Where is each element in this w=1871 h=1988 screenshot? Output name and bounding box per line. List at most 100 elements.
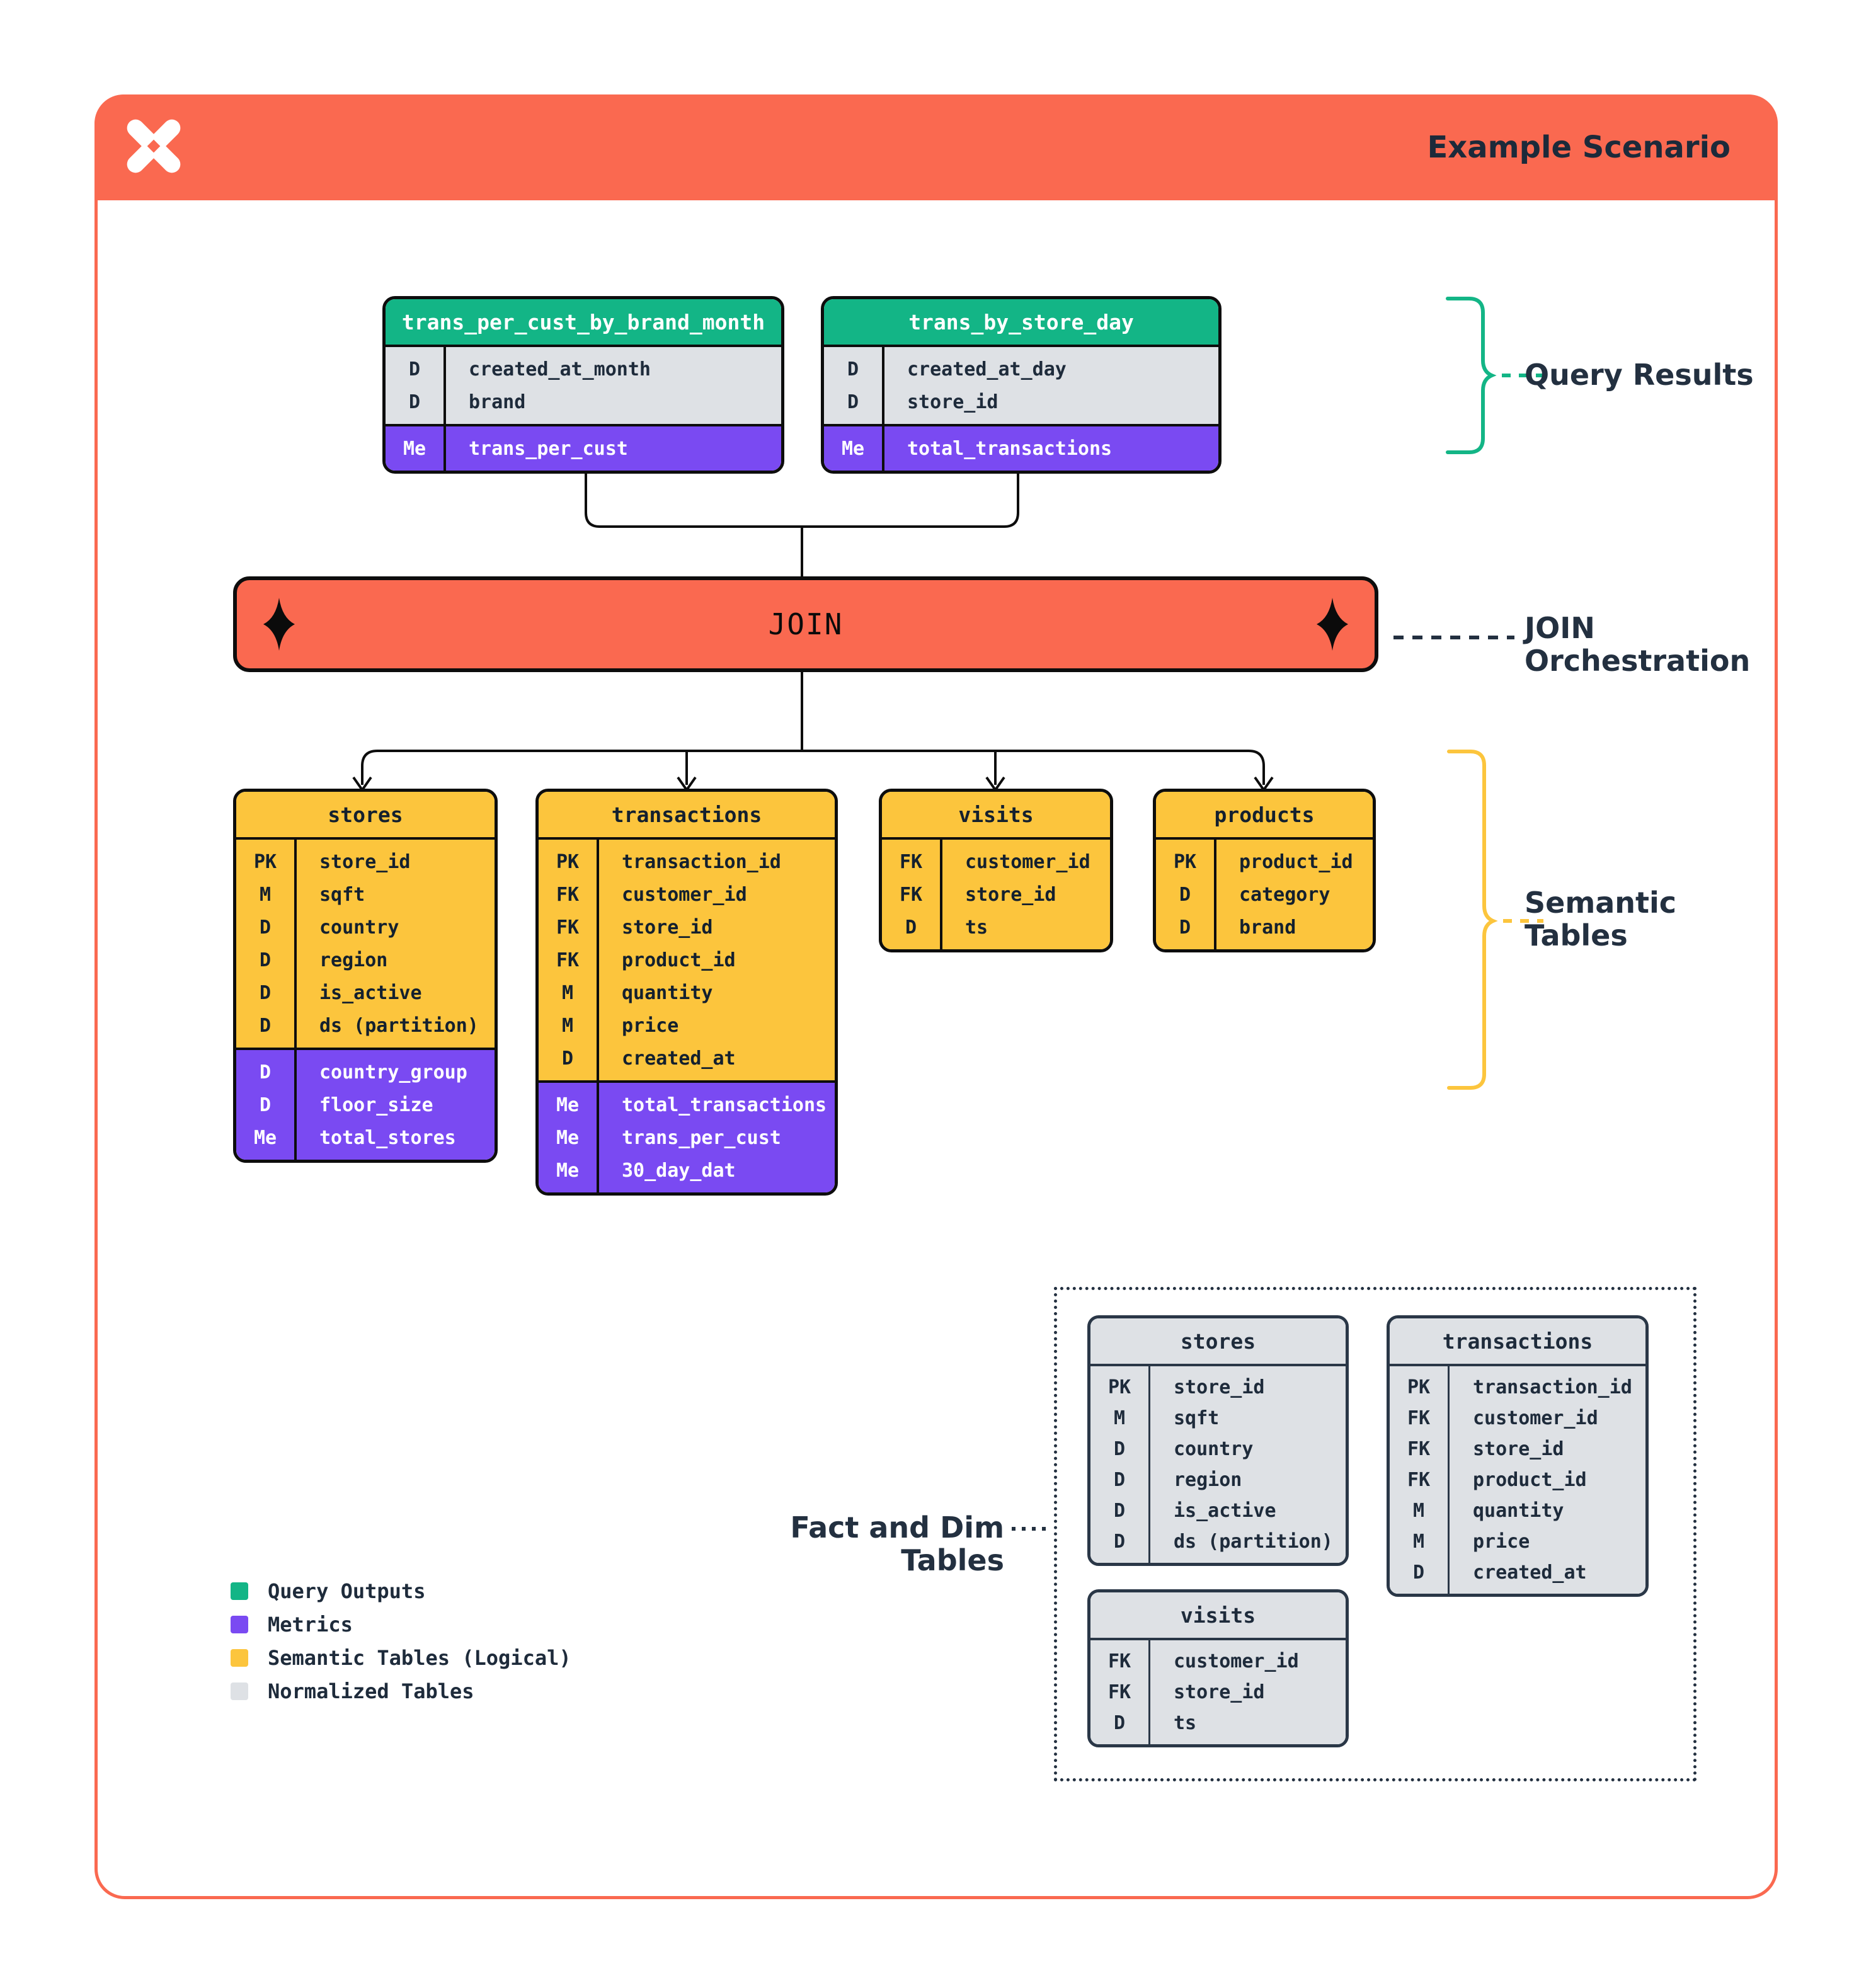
legend-item: Normalized Tables [231,1679,571,1703]
column-key-type: FK [1407,1407,1431,1429]
key-column-divider [940,840,942,949]
column-name: price [622,1014,679,1037]
column-key-type: FK [1407,1438,1431,1460]
legend-swatch [231,1582,248,1600]
legend-label: Query Outputs [268,1579,426,1603]
table-title: trans_per_cust_by_brand_month [386,299,781,347]
column-key-type: FK [1107,1681,1131,1703]
column-name: customer_id [965,850,1090,873]
column-name: store_id [319,850,411,873]
column-name: store_id [907,391,998,413]
column-name: region [1174,1469,1242,1491]
column-name: brand [1239,916,1296,939]
table-title: visits [882,792,1110,840]
column-name: created_at_day [907,358,1067,380]
column-name: trans_per_cust [622,1126,781,1149]
column-name: store_id [1174,1681,1265,1703]
key-column-divider [1448,1366,1450,1594]
key-column-divider [294,840,297,1048]
key-column-divider [1214,840,1216,949]
column-name: product_id [622,949,736,971]
column-name: ts [965,916,988,939]
key-column-divider [882,347,884,424]
diamond-icon [263,598,295,651]
column-name: sqft [319,883,365,906]
column-key-type: M [1412,1531,1425,1553]
page-title: Example Scenario [1427,130,1731,165]
column-name: region [319,949,388,971]
column-key-type: D [259,916,272,939]
column-name: sqft [1174,1407,1220,1429]
legend-item: Metrics [231,1613,571,1637]
column-key-type: D [561,1047,574,1070]
legend-swatch [231,1649,248,1667]
column-key-type: PK [1173,850,1197,873]
table-title: products [1156,792,1373,840]
column-name: customer_id [1473,1407,1598,1429]
query-results-label: Query Results [1525,358,1754,392]
column-key-type: D [408,391,421,413]
semantic-tables-label: Semantic Tables [1525,886,1677,952]
column-key-type: FK [556,916,580,939]
table-row: FK customer_id [1390,1403,1645,1434]
column-name: total_transactions [622,1094,827,1116]
pinwheel-x-logo [127,119,181,173]
column-name: quantity [622,981,713,1004]
column-key-type: M [259,883,272,906]
table-title: stores [1090,1318,1346,1366]
legend-swatch [231,1682,248,1700]
column-key-type: D [1113,1500,1126,1522]
column-name: transaction_id [622,850,781,873]
key-column-divider [443,426,446,471]
column-key-type: Me [556,1094,580,1116]
column-name: brand [469,391,526,413]
column-name: is_active [319,981,422,1004]
column-key-type: M [1113,1407,1126,1429]
legend-label: Normalized Tables [268,1679,474,1703]
column-key-type: D [259,1094,272,1116]
column-key-type: D [847,391,859,413]
column-name: price [1473,1531,1530,1553]
column-name: ts [1174,1712,1197,1734]
column-key-type: M [1412,1500,1425,1522]
column-key-type: D [259,981,272,1004]
key-column-divider [1148,1366,1150,1563]
column-key-type: D [259,949,272,971]
column-key-type: FK [899,850,923,873]
column-name: created_at [1473,1562,1587,1584]
legend-label: Metrics [268,1613,353,1637]
column-name: total_transactions [907,437,1113,460]
